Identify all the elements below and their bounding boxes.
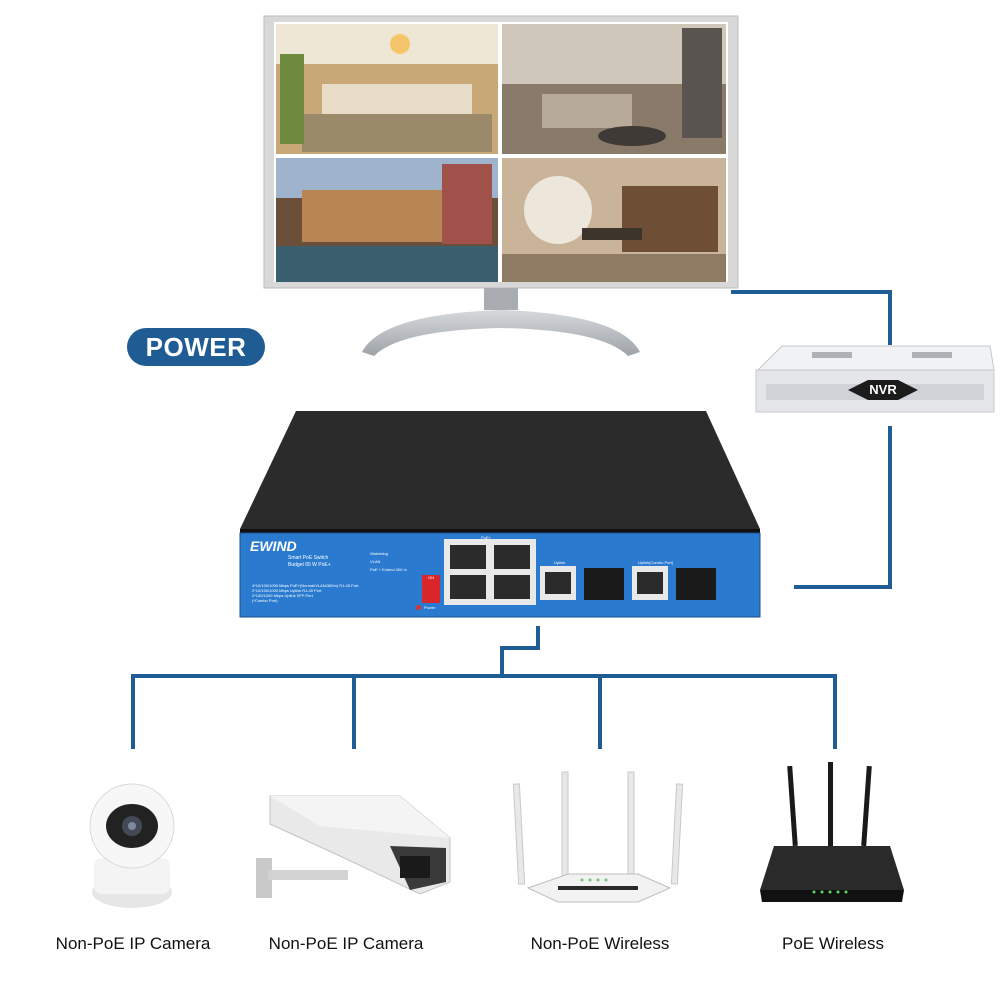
switch-model-line1: Smart PoE Switch: [288, 555, 329, 561]
uplink-sfp-port: [584, 568, 624, 600]
wireless-router-icon: [512, 771, 684, 903]
mode-label: PoE + Extend 300 m: [370, 567, 407, 572]
nvr-icon: [755, 345, 995, 413]
dome-camera-icon: [89, 783, 175, 908]
camera-feed-1: [276, 24, 498, 154]
uplink-ports: [540, 566, 624, 600]
camera-feed-3: [276, 158, 498, 282]
power-label: POWER: [127, 328, 265, 366]
poe-port-4: [494, 575, 530, 599]
device-label-1: Non-PoE IP Camera: [55, 934, 211, 953]
mode-label: Watchdog: [370, 551, 388, 556]
monitor: [263, 15, 739, 356]
power-led-label: Power: [424, 605, 436, 610]
spec-line: (*Combo Port): [252, 598, 278, 603]
mode-label: VLAN: [370, 559, 381, 564]
combo-rj45-port: [637, 572, 663, 594]
camera-feed-2: [502, 24, 726, 154]
combo-heading: Uplink(Combo Port): [638, 560, 674, 565]
poe-switch: EWIND Smart PoE Switch Budget 65 W PoE+ …: [236, 409, 761, 619]
switch-brand: EWIND: [250, 538, 297, 554]
device-label-4: PoE Wireless: [781, 934, 885, 953]
poe-port-1: [450, 545, 486, 569]
dip-label: ON: [428, 575, 434, 580]
poe-port-block: [444, 539, 536, 605]
nvr-device: NVR: [752, 344, 996, 416]
combo-sfp-port: [676, 568, 716, 600]
nvr-switch-link: [794, 426, 892, 589]
poe-port-3: [450, 575, 486, 599]
dip-switch[interactable]: ON: [422, 575, 440, 603]
spec-line: 2*10/100/1000 Mbps Uplink RJ-45 Port: [252, 588, 322, 593]
spec-line: 2*100/1000 Mbps Uplink SFP Port: [252, 593, 313, 598]
mode-labels: Watchdog VLAN PoE + Extend 300 m: [370, 550, 407, 574]
spec-line: 4*10/100/1000 Mbps PoE+(Normal/VLAN/300m…: [252, 583, 359, 588]
poe-port-2: [494, 545, 530, 569]
camera-feed-4: [502, 158, 726, 282]
device-label-3: Non-PoE Wireless: [530, 934, 670, 953]
switch-model-line2: Budget 65 W PoE+: [288, 562, 331, 568]
monitor-nvr-link: [731, 290, 892, 345]
poe-router-icon: [760, 762, 904, 902]
combo-ports: [632, 566, 716, 600]
uplink-heading: Uplink: [554, 560, 566, 565]
switch-spec-list: 4*10/100/1000 Mbps PoE+(Normal/VLAN/300m…: [252, 583, 422, 603]
bullet-camera-icon: [256, 795, 451, 898]
device-label-2: Non-PoE IP Camera: [268, 934, 424, 953]
power-led: [416, 605, 421, 610]
switch-drop-link: [500, 626, 540, 674]
uplink-rj45-port: [545, 572, 571, 594]
poe-heading: PoE+: [481, 535, 491, 540]
nvr-label: NVR: [869, 382, 897, 397]
